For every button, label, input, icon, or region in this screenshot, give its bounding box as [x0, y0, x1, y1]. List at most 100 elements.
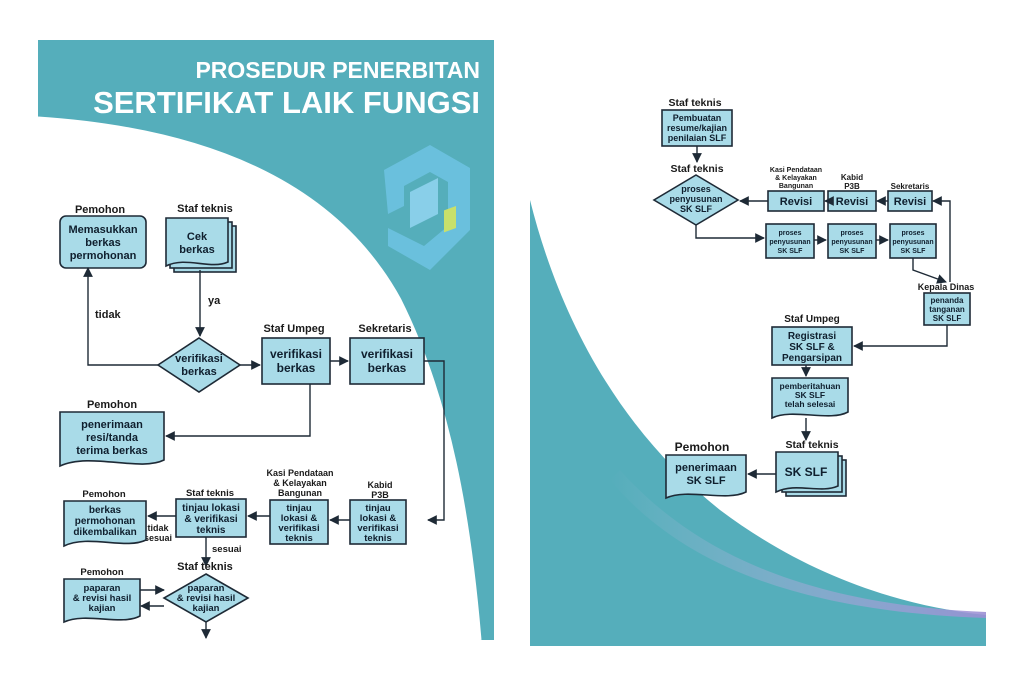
r-box-penandatanganan [923, 292, 971, 326]
r-text-proses2-1: penyusunan [831, 239, 872, 246]
left-curve-highlight [37, 116, 482, 641]
role-kabid-0: Kabid [367, 480, 392, 490]
doc-paparan-revisi [63, 578, 141, 624]
text-sekretaris-1: berkas [368, 361, 407, 375]
r-arrow-decision-to-proses [695, 225, 765, 243]
r-text-kepala-1: tanganan [929, 305, 965, 314]
text-staf2-0: tinjau lokasi [182, 503, 240, 514]
label-tidak-sesuai-1: sesuai [144, 533, 172, 543]
text-decision1-1: berkas [181, 366, 216, 378]
text-kabid-2: verifikasi [357, 523, 398, 534]
text-decision2-2: kajian [193, 603, 220, 614]
r-role-kasi-2: Bangunan [779, 183, 813, 190]
role-pemohon-4: Pemohon [80, 567, 123, 578]
r-role-kabid-0: Kabid [841, 173, 863, 182]
r-text-pemohon-0: penerimaan [675, 462, 737, 474]
r-text-resume-1: resume/kajian [667, 123, 727, 133]
label-sesuai: sesuai [212, 544, 242, 555]
r-text-proses1-0: proses [779, 230, 802, 237]
r-role-kabid-1: P3B [844, 182, 860, 191]
r-text-revisi-sekretaris: Revisi [894, 196, 926, 208]
role-staf-teknis-2: Staf teknis [186, 488, 234, 499]
text-kabid-3: teknis [364, 533, 391, 544]
text-kasi-0: tinjau [286, 503, 312, 514]
right-page: Staf teknis Pembuatan resume/kajian peni… [530, 80, 986, 646]
title-line-2: SERTIFIKAT LAIK FUNGSI [93, 85, 480, 120]
r-doc-penerimaan-sk [665, 454, 747, 500]
r-text-resume-0: Pembuatan [673, 113, 722, 123]
label-tidak-sesuai-0: tidak [147, 523, 169, 533]
r-text-sk-slf: SK SLF [785, 465, 828, 479]
r-text-proses3-2: SK SLF [901, 248, 927, 255]
doc-berkas-dikembalikan [63, 500, 147, 548]
r-role-kepala-dinas: Kepala Dinas [918, 282, 975, 292]
r-role-staf-teknis-b: Staf teknis [670, 163, 723, 175]
r-text-proses2-2: SK SLF [840, 248, 866, 255]
text-memasukkan-2: permohonan [70, 250, 137, 262]
r-box-registrasi [771, 326, 853, 366]
text-paparan-2: kajian [89, 603, 116, 614]
title-line-1: PROSEDUR PENERBITAN [195, 57, 480, 83]
r-role-kasi-1: & Kelayakan [775, 175, 817, 182]
r-text-pemberitahuan-2: telah selesai [785, 399, 836, 409]
text-kasi-1: lokasi & [281, 513, 318, 524]
r-text-decision-2: SK SLF [680, 204, 713, 214]
text-kasi-3: teknis [285, 533, 312, 544]
arrow-sekretaris-to-kabid [424, 360, 445, 525]
role-kasi-1: & Kelayakan [273, 478, 327, 488]
r-role-pemohon: Pemohon [675, 440, 730, 454]
r-role-staf-teknis-a: Staf teknis [668, 97, 721, 109]
text-sekretaris-0: verifikasi [361, 347, 413, 361]
r-text-pemohon-1: SK SLF [686, 475, 725, 487]
r-text-decision-0: proses [681, 184, 711, 194]
text-memasukkan-0: Memasukkan [68, 224, 137, 236]
r-role-staf-umpeg: Staf Umpeg [784, 314, 840, 325]
r-text-revisi-kasi: Revisi [780, 196, 812, 208]
right-teal-band [530, 200, 986, 646]
right-lavender-swoosh [610, 470, 986, 618]
r-box-proses-1 [765, 223, 815, 259]
decision-verifikasi-berkas [156, 337, 242, 393]
left-teal-band [38, 40, 494, 640]
role-kabid-1: P3B [371, 490, 389, 500]
text-kabid-0: tinjau [365, 503, 391, 514]
text-umpeg-0: verifikasi [270, 347, 322, 361]
text-decision1-0: verifikasi [175, 353, 223, 365]
text-cek-0: Cek [187, 231, 208, 243]
text-kabid-1: lokasi & [360, 513, 397, 524]
r-doc-pemberitahuan [771, 377, 849, 420]
box-staf2-tinjau [175, 498, 247, 538]
r-text-revisi-kabid: Revisi [836, 196, 868, 208]
text-cek-1: berkas [179, 244, 214, 256]
logo-icon [384, 145, 470, 270]
r-arrow-kepala-to-umpeg [853, 325, 948, 351]
r-box-proses-2 [827, 223, 877, 259]
text-resi-0: penerimaan [81, 419, 143, 431]
text-kasi-2: verifikasi [278, 523, 319, 534]
role-staf-teknis-1: Staf teknis [177, 203, 233, 215]
r-box-pembuatan-resume [661, 109, 733, 147]
role-pemohon-2: Pemohon [87, 399, 137, 411]
text-paparan-1: & revisi hasil [73, 593, 132, 604]
r-text-registrasi-2: Pengarsipan [782, 353, 842, 364]
r-text-kepala-0: penanda [931, 296, 964, 305]
text-decision2-0: paparan [188, 583, 225, 594]
text-staf2-1: & verifikasi [184, 514, 238, 525]
role-staf-umpeg: Staf Umpeg [263, 323, 324, 335]
r-role-kasi-0: Kasi Pendataan [770, 167, 822, 174]
text-memasukkan-1: berkas [85, 237, 120, 249]
r-text-proses2-0: proses [841, 230, 864, 237]
role-staf-teknis-3: Staf teknis [177, 561, 233, 573]
r-arrow-kepala-to-sek [932, 196, 951, 282]
role-pemohon-3: Pemohon [82, 489, 125, 500]
r-text-registrasi-0: Registrasi [788, 331, 837, 342]
box-memasukkan-berkas [59, 215, 147, 269]
arrow-umpeg-to-pemohon2 [165, 384, 311, 441]
arrow-tidak-back [83, 267, 158, 366]
doc-stack-cek-berkas [165, 217, 237, 273]
text-kembali-0: berkas [89, 505, 122, 516]
r-arrow-proses3-to-kepala [912, 258, 947, 284]
r-doc-stack-sk-slf [775, 451, 847, 497]
r-text-proses1-1: penyusunan [769, 239, 810, 246]
